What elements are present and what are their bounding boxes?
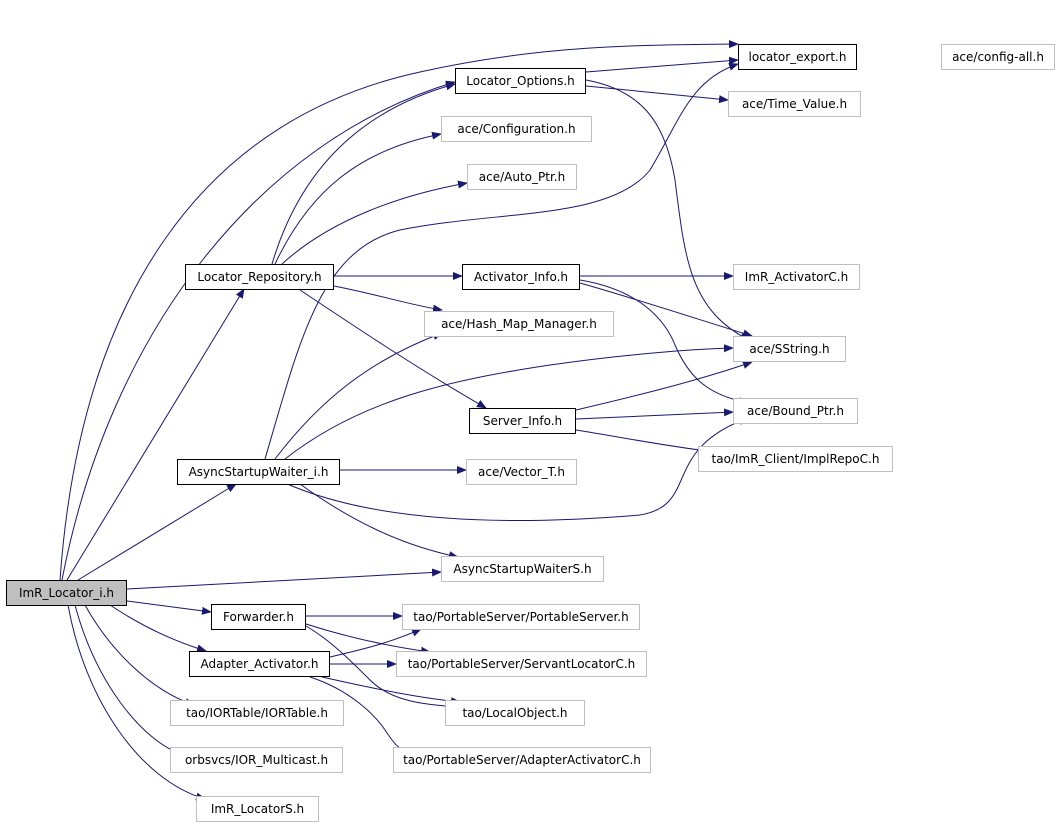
edge-locator-to-forwarder xyxy=(126,600,212,615)
node-activator-info[interactable]: Activator_Info.h xyxy=(462,264,580,290)
edge-options-to-locator-export xyxy=(585,56,739,73)
node-hash-map-manager[interactable]: ace/Hash_Map_Manager.h xyxy=(424,311,614,337)
edge-options-to-sstring xyxy=(585,79,750,341)
edge-locator-to-locator-repository xyxy=(66,288,245,581)
edge-waiter-to-bound-ptr xyxy=(284,417,749,521)
edge-locator-to-imr-locators xyxy=(67,604,206,801)
node-auto-ptr[interactable]: ace/Auto_Ptr.h xyxy=(467,164,577,190)
node-asyncstartupwaiters[interactable]: AsyncStartupWaiterS.h xyxy=(441,556,604,582)
edge-locator-to-asyncstartupwaiter xyxy=(77,483,237,581)
node-locator-export[interactable]: locator_export.h xyxy=(738,44,857,70)
node-imr-locator-i[interactable]: ImR_Locator_i.h xyxy=(6,580,127,606)
node-portableserver[interactable]: tao/PortableServer/PortableServer.h xyxy=(402,604,640,630)
node-configuration[interactable]: ace/Configuration.h xyxy=(441,116,592,142)
edge-locator-to-asyncstartupwaiters xyxy=(126,568,442,590)
edge-locator-to-ior-multicast xyxy=(74,604,184,756)
edge-forwarder-to-servantlocatorc xyxy=(305,623,431,655)
node-servantlocatorc[interactable]: tao/PortableServer/ServantLocatorC.h xyxy=(396,651,647,677)
edge-adapter-to-portableserver xyxy=(329,628,422,658)
node-adapteractivatorc[interactable]: tao/PortableServer/AdapterActivatorC.h xyxy=(393,747,651,773)
edge-activator-to-bound-ptr xyxy=(579,279,749,406)
node-localobject[interactable]: tao/LocalObject.h xyxy=(445,700,585,726)
edge-repository-to-hash-map-manager xyxy=(333,285,443,313)
edge-repository-to-locator-options xyxy=(271,82,456,265)
node-vector-t[interactable]: ace/Vector_T.h xyxy=(466,459,577,485)
edge-server-to-bound-ptr xyxy=(575,408,734,420)
node-iortable[interactable]: tao/IORTable/IORTable.h xyxy=(170,700,344,726)
edge-repository-to-server-info xyxy=(299,289,487,409)
node-adapter-activator[interactable]: Adapter_Activator.h xyxy=(189,651,330,677)
node-locator-options[interactable]: Locator_Options.h xyxy=(455,68,586,94)
edge-forwarder-to-localobject xyxy=(305,625,463,711)
node-time-value[interactable]: ace/Time_Value.h xyxy=(728,91,861,117)
node-config-all[interactable]: ace/config-all.h xyxy=(941,44,1055,70)
node-bound-ptr[interactable]: ace/Bound_Ptr.h xyxy=(733,398,858,424)
node-sstring[interactable]: ace/SString.h xyxy=(733,336,846,362)
node-implrepoc[interactable]: tao/ImR_Client/ImplRepoC.h xyxy=(698,446,893,472)
edge-activator-to-sstring xyxy=(579,282,753,338)
node-server-info[interactable]: Server_Info.h xyxy=(469,408,576,434)
node-ior-multicast[interactable]: orbsvcs/IOR_Multicast.h xyxy=(170,747,343,773)
edge-waiter-to-asyncstartupwaiters xyxy=(299,483,459,560)
node-forwarder[interactable]: Forwarder.h xyxy=(211,604,306,630)
node-imr-locators[interactable]: ImR_LocatorS.h xyxy=(196,796,319,822)
edge-locator-to-locator-options xyxy=(61,80,456,581)
edge-locator-to-locator-export xyxy=(59,40,739,581)
edge-locator-to-iortable xyxy=(84,604,195,706)
node-locator-repository[interactable]: Locator_Repository.h xyxy=(185,264,334,290)
node-imr-activatorc[interactable]: ImR_ActivatorC.h xyxy=(733,264,860,290)
edge-repository-to-auto-ptr xyxy=(281,180,468,265)
edge-server-to-sstring xyxy=(575,361,753,411)
edge-adapter-to-localobject xyxy=(321,676,461,706)
edge-repository-to-configuration xyxy=(274,131,442,265)
edge-locator-to-adapter-activator xyxy=(109,604,207,653)
edge-server-to-implrepoc xyxy=(575,429,708,454)
edge-waiter-to-hash-map-manager xyxy=(274,332,443,460)
edge-waiter-to-sstring xyxy=(284,344,734,460)
node-asyncstartupwaiter-i[interactable]: AsyncStartupWaiter_i.h xyxy=(177,459,340,485)
edge-waiter-to-locator-export xyxy=(264,63,739,460)
edge-options-to-time-value xyxy=(585,85,729,104)
